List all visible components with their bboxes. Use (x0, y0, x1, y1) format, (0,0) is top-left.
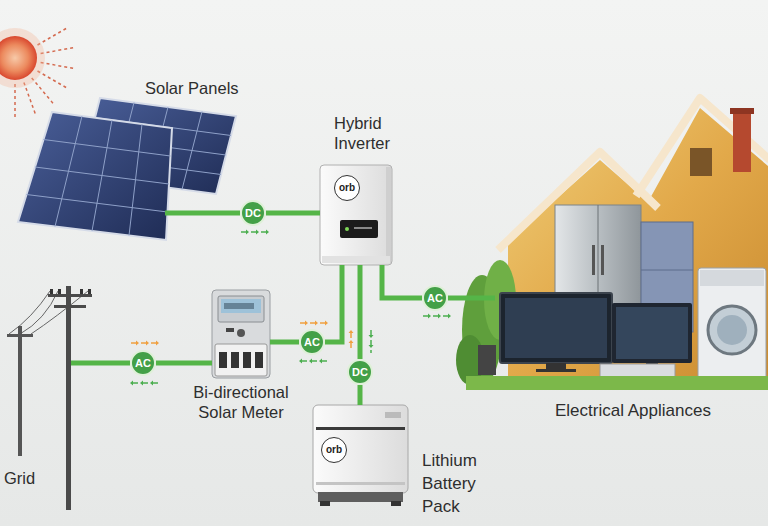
status-light (345, 227, 349, 231)
monitor (612, 303, 692, 363)
meter-bezel (218, 296, 264, 322)
ac-junction: AC (130, 350, 156, 376)
meter-lcd (221, 299, 261, 313)
meter-button (237, 329, 245, 337)
junction-label: AC (135, 357, 151, 369)
printer (600, 364, 675, 377)
power-connector (325, 265, 342, 342)
monitor-screen (616, 307, 688, 359)
brand-logo: orb (321, 437, 347, 463)
display-bar (354, 227, 372, 229)
big-pole (66, 286, 71, 510)
cabinet-line (641, 270, 693, 271)
hybrid-inverter: Hybrid Inverterorb (320, 165, 392, 265)
terminal-block (215, 344, 267, 376)
fridge-handles (592, 245, 604, 275)
washing-machine (698, 268, 766, 388)
washer-door (708, 306, 756, 354)
tv-screen (505, 298, 607, 358)
power-connector (71, 361, 130, 366)
dc-junction: DC (347, 359, 373, 385)
solar-panels-picture (18, 98, 236, 240)
power-connector (358, 265, 363, 359)
power-connector (156, 361, 212, 366)
battery-base (318, 492, 403, 502)
power-connector (358, 385, 363, 405)
inverter-picture (320, 165, 392, 265)
lcd-segments (224, 303, 254, 309)
power-connector (448, 296, 495, 301)
crossarm (7, 334, 33, 337)
power-connector (266, 211, 320, 216)
inverter-display (340, 220, 378, 238)
junction-label: DC (352, 366, 368, 378)
insulators (50, 289, 91, 294)
sun-disc (0, 36, 37, 80)
small-pole (18, 326, 22, 456)
tv-stand (546, 363, 566, 369)
meter-picture (212, 290, 270, 378)
meter-body (212, 290, 270, 378)
chimney-cap (730, 108, 754, 114)
battery-picture (313, 405, 408, 506)
inverter-body (320, 165, 392, 265)
node-heading: Bi-directional Solar Meter (181, 382, 301, 422)
terminals (219, 352, 263, 368)
sun-glow (0, 28, 45, 88)
bidirectional-meter: Bi-directional Solar Meter (212, 290, 270, 378)
node-heading: Lithium Battery Pack (422, 449, 494, 518)
flow-arrows (130, 230, 451, 386)
battery-seam (316, 482, 405, 485)
node-heading: Solar Panels (145, 78, 239, 98)
power-connector (165, 211, 240, 216)
battery-stripe (316, 427, 405, 430)
battery-feet (320, 501, 401, 506)
utility-grid: Grid (2, 282, 71, 492)
inverter-base (322, 256, 390, 263)
gable-window (690, 148, 712, 176)
flow-arrow-head (130, 230, 451, 386)
lithium-battery: Lithium Battery Packorb (313, 405, 408, 505)
chimney (733, 112, 751, 172)
brand-logo: orb (334, 175, 360, 201)
battery-indicator (385, 412, 401, 418)
television (500, 293, 612, 363)
power-connector (270, 340, 299, 345)
crossarm (54, 305, 86, 308)
battery-body (313, 405, 408, 493)
appliances-house: Electrical Appliances (495, 105, 763, 427)
speaker (478, 345, 496, 375)
meter-led (226, 328, 234, 332)
house-picture (456, 98, 768, 390)
ac-junction: AC (299, 329, 325, 355)
dc-junction: DC (240, 200, 266, 226)
node-heading: Electrical Appliances (555, 401, 711, 421)
front-panel (18, 112, 172, 240)
roof (636, 98, 768, 196)
junction-label: AC (304, 336, 320, 348)
inverter-side (386, 167, 391, 263)
washer-glass (717, 315, 747, 345)
sun (0, 27, 76, 118)
node-heading: Grid (4, 468, 35, 488)
node-heading: Hybrid Inverter (334, 113, 406, 153)
flow-arrow-dash (133, 232, 448, 383)
junction-label: AC (427, 292, 443, 304)
junction-label: DC (245, 207, 261, 219)
power-connector (382, 265, 422, 298)
tv-base (536, 369, 576, 372)
ac-junction: AC (422, 285, 448, 311)
front-panel-cells (27, 116, 171, 236)
lawn (466, 376, 768, 390)
washer-panel (700, 270, 764, 286)
solar-panel-array: Solar Panels (18, 100, 165, 242)
crossarm (48, 294, 92, 297)
